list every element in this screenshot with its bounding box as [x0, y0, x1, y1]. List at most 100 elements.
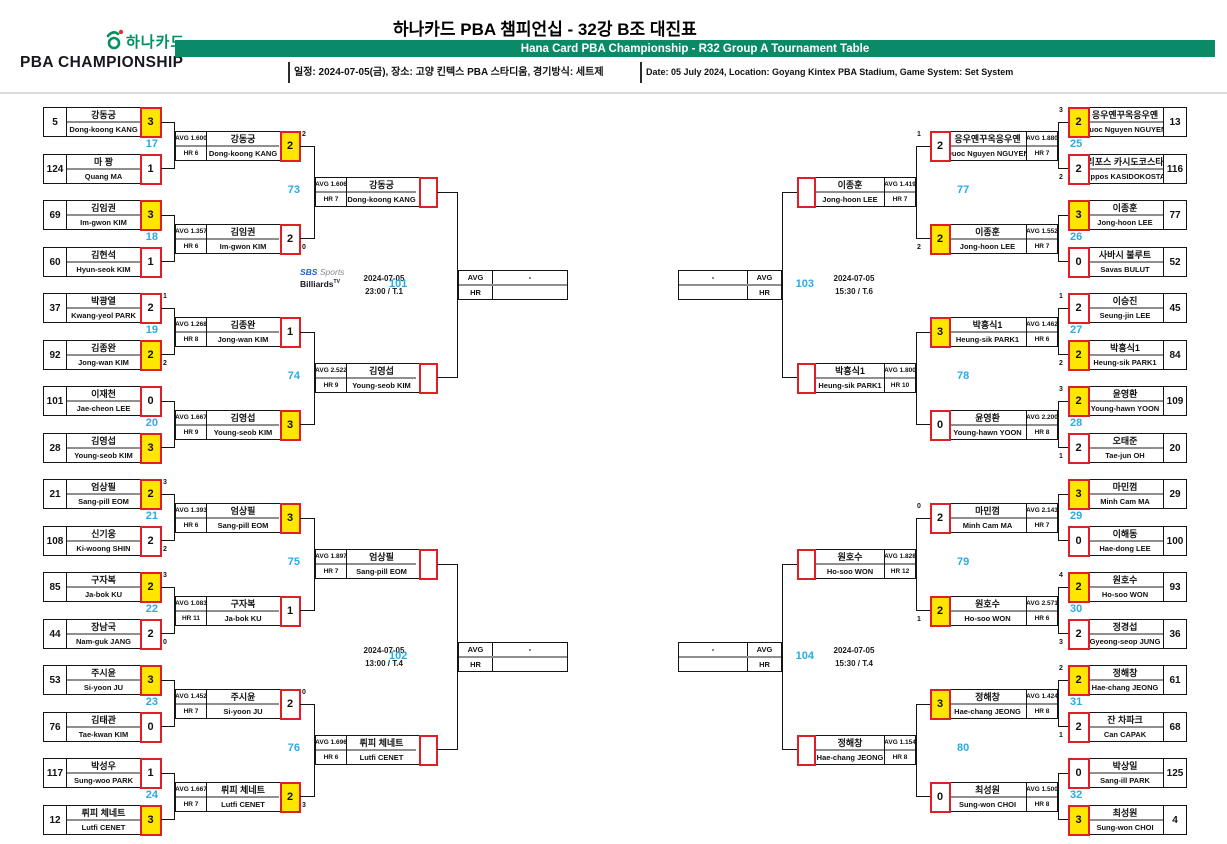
bracket-connector — [916, 518, 930, 611]
sbs-logo-text: SBS — [300, 267, 318, 277]
player-name-ko: 강동궁 — [67, 108, 140, 123]
set-score — [418, 734, 438, 766]
set-score: 0 — [929, 781, 951, 813]
hr-stat: HR 7 — [1034, 150, 1050, 157]
bracket-connector — [437, 564, 458, 750]
match-number: 75 — [287, 556, 300, 568]
hr-label: HR — [747, 658, 781, 671]
hr-stat: HR 7 — [1034, 243, 1050, 250]
avg-stat: AVG 1.419 — [885, 178, 915, 193]
tiebreak-score: 2 — [302, 131, 306, 138]
page-title: 하나카드 PBA 챔피언십 - 32강 B조 대진표 — [393, 20, 697, 39]
avg-stat: AVG 1.606 — [316, 178, 346, 193]
match-number: 31 — [1070, 696, 1083, 708]
seed-number: 109 — [1163, 387, 1186, 415]
avg-stat: AVG 1.880 — [1027, 132, 1057, 147]
hr-stat: HR 7 — [183, 801, 199, 808]
player-name-en: Ho-soo WON — [964, 614, 1011, 623]
avg-value: - — [711, 645, 715, 654]
player-name-en: Lutfi CENET — [359, 753, 404, 762]
match-number: 25 — [1070, 138, 1083, 150]
set-score — [796, 734, 816, 766]
player-name-en: Hae-dong LEE — [1099, 544, 1151, 553]
player-name-ko: 이종훈 — [949, 225, 1026, 240]
player-name-ko: 김현석 — [67, 248, 140, 263]
set-score: 3 — [139, 432, 162, 464]
hr-stat: HR 6 — [183, 522, 199, 529]
player-name-en: Kwang-yeol PARK — [71, 311, 136, 320]
set-score: 2 — [929, 223, 951, 255]
set-score: 2 — [139, 292, 162, 324]
seed-number: 101 — [44, 387, 67, 415]
player-name-ko: 이종훈 — [1087, 201, 1163, 216]
match-number: 23 — [145, 696, 158, 708]
match-date: 2024-07-05 — [833, 646, 875, 655]
player-name-ko: 박성우 — [67, 759, 140, 774]
player-name-ko: 정해창 — [1087, 666, 1163, 681]
match-number: 77 — [957, 184, 970, 196]
player-name-ko: 최성원 — [1087, 806, 1163, 821]
avg-stat: AVG 1.897 — [316, 550, 346, 565]
match-number: 103 — [795, 278, 814, 290]
bracket-connector — [1058, 215, 1068, 262]
player-name-en: Jong-hoon LEE — [822, 195, 878, 204]
seed-number: 76 — [44, 713, 67, 741]
seed-number: 29 — [1163, 480, 1186, 508]
hr-value — [493, 658, 567, 671]
tiebreak-score: 1 — [917, 131, 921, 138]
bracket-connector — [916, 332, 930, 425]
seed-number: 93 — [1163, 573, 1186, 601]
event-info-en: Date: 05 July 2024, Location: Goyang Kin… — [646, 67, 1014, 77]
bracket-connector — [1058, 308, 1068, 355]
bracket-connector — [300, 704, 315, 797]
tiebreak-score: 2 — [1059, 174, 1063, 181]
result-row: -AVG — [679, 271, 781, 286]
hr-stat: HR 6 — [1034, 336, 1050, 343]
match-time: 23:00 / T.1 — [365, 287, 403, 296]
hr-stat: HR 7 — [892, 196, 908, 203]
match-number: 104 — [795, 650, 814, 662]
set-score: 3 — [139, 106, 162, 138]
hr-value — [679, 658, 747, 671]
set-score: 0 — [139, 385, 162, 417]
player-name-en: Tae-kwan KIM — [78, 730, 129, 739]
result-row: AVG- — [459, 271, 567, 286]
set-score: 3 — [139, 199, 162, 231]
set-score: 3 — [279, 502, 301, 534]
player-name-ko: 이재천 — [67, 387, 140, 402]
set-score: 2 — [1067, 339, 1090, 371]
bracket-connector — [1058, 773, 1068, 820]
set-score: 2 — [139, 478, 162, 510]
header-rule — [0, 92, 1227, 94]
player-stats: AVG 1.880 HR 7 — [1026, 132, 1057, 160]
match-number: 28 — [1070, 417, 1083, 429]
